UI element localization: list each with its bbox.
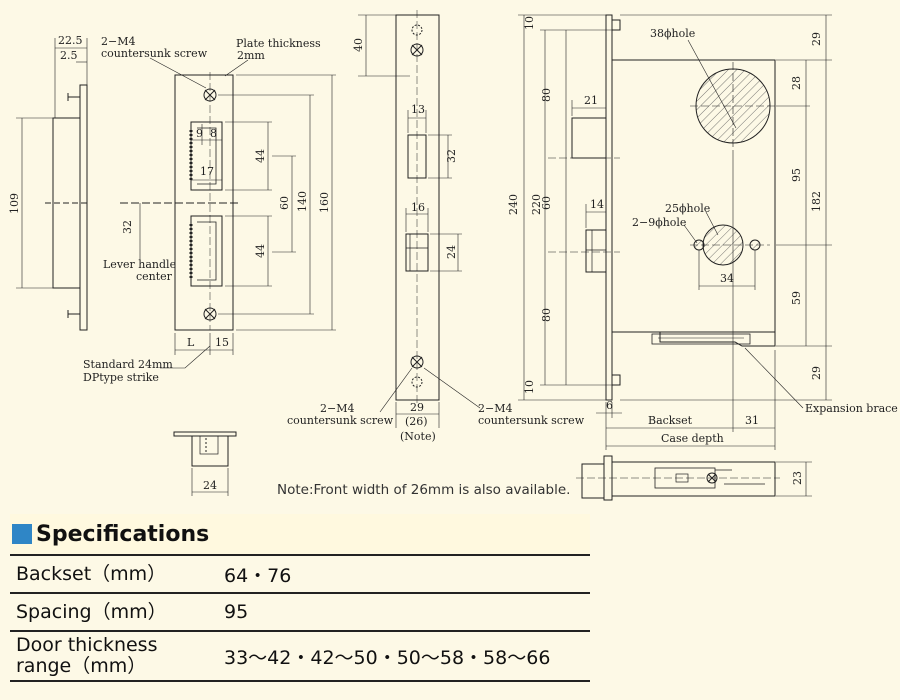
dim-44-upper: 44: [254, 149, 267, 163]
standard-strike-label-1: Standard 24mm: [83, 358, 173, 371]
plate-thickness-label-2: 2mm: [237, 49, 265, 62]
dim-40: 40: [352, 38, 365, 52]
faceplate-screw-right-1: 2−M4: [478, 402, 512, 415]
dim-80-top: 80: [540, 88, 553, 102]
standard-strike-label-2: DPtype strike: [83, 371, 159, 384]
dim-24-face: 24: [445, 245, 458, 259]
dim-44-lower: 44: [254, 244, 267, 258]
dim-21: 21: [584, 94, 598, 107]
strike-screw-label-1: 2−M4: [101, 35, 135, 48]
dim-29-bottom: 29: [810, 366, 823, 380]
dim-34: 34: [720, 272, 734, 285]
technical-drawing: 22.5 2.5 109: [8, 10, 898, 501]
dim-80-bottom: 80: [540, 308, 553, 322]
specifications-header: Specifications: [10, 514, 590, 556]
hole-25-label: 25ϕhole: [665, 202, 710, 215]
expansion-brace-label: Expansion brace: [805, 402, 898, 415]
dim-strike-2-5: 2.5: [60, 49, 78, 62]
dim-182: 182: [810, 191, 823, 212]
dim-220: 220: [530, 194, 543, 215]
dim-14: 14: [590, 198, 604, 211]
dim-28: 28: [790, 76, 803, 90]
dim-29-face: 29: [410, 401, 424, 414]
strike-screw-label-2: countersunk screw: [101, 47, 208, 60]
note-label: (Note): [400, 430, 436, 443]
spec-value: 95: [224, 601, 249, 623]
plate-thickness-label-1: Plate thickness: [236, 37, 321, 50]
dim-29-top: 29: [810, 32, 823, 46]
lever-handle-label-1: Lever handle: [103, 258, 176, 271]
dim-140: 140: [296, 191, 309, 212]
dim-9: 9: [196, 127, 203, 140]
dim-59: 59: [790, 291, 803, 305]
dim-10-bottom: 10: [523, 380, 536, 394]
specifications-title: Specifications: [36, 521, 210, 547]
dim-31: 31: [745, 414, 759, 427]
dim-10-top: 10: [523, 16, 536, 30]
strike-bottom-view: [173, 431, 237, 496]
dim-160: 160: [318, 192, 331, 213]
spec-row-spacing: Spacing（mm） 95: [10, 594, 590, 632]
backset-label: Backset: [648, 414, 693, 427]
dim-60: 60: [278, 196, 291, 210]
spec-label-line-2: range（mm）: [16, 655, 147, 677]
dim-strike-22-5: 22.5: [58, 34, 83, 47]
dim-32-face: 32: [445, 149, 458, 163]
case-depth-label: Case depth: [661, 432, 724, 445]
dim-L: L: [187, 336, 195, 349]
spec-label: Spacing（mm）: [16, 600, 167, 623]
dim-15: 15: [215, 336, 229, 349]
dim-6: 6: [606, 399, 613, 412]
front-width-note: Note:Front width of 26mm is also availab…: [277, 482, 571, 498]
dim-16: 16: [411, 201, 425, 214]
specifications-table: Specifications Backset（mm） 64・76 Spacing…: [10, 514, 590, 682]
dim-17: 17: [200, 165, 214, 178]
dim-26-face: (26): [405, 415, 428, 428]
lockcase-view: [518, 14, 832, 450]
spec-value: 33〜42・42〜50・50〜58・58〜66: [224, 646, 551, 669]
spec-label: Door thickness range（mm）: [10, 635, 224, 677]
spec-label: Backset（mm）: [16, 562, 167, 585]
strike-side-view: [16, 38, 90, 331]
dim-60-case: 60: [540, 196, 553, 210]
lever-handle-label-2: center: [136, 270, 173, 283]
hole-38-label: 38ϕhole: [650, 27, 695, 40]
dim-24-bottom: 24: [203, 479, 217, 492]
dim-32-strike: 32: [121, 220, 134, 234]
blue-square-icon: [12, 524, 32, 544]
spec-label-line-1: Door thickness: [16, 634, 158, 656]
spec-row-door-thickness: Door thickness range（mm） 33〜42・42〜50・50〜…: [10, 632, 590, 682]
dim-23: 23: [791, 471, 804, 485]
dim-13: 13: [411, 103, 425, 116]
spec-value: 64・76: [224, 564, 292, 587]
faceplate-view: [358, 10, 481, 428]
hole-9-label: 2−9ϕhole: [632, 216, 686, 229]
strike-front-view: [120, 57, 336, 369]
faceplate-screw-right-2: countersunk screw: [478, 414, 585, 427]
faceplate-screw-left-1: 2−M4: [320, 402, 354, 415]
spec-row-backset: Backset（mm） 64・76: [10, 556, 590, 594]
dim-strike-109: 109: [8, 193, 21, 214]
dim-95: 95: [790, 168, 803, 182]
lockcase-top-view: [576, 455, 812, 501]
faceplate-screw-left-2: countersunk screw: [287, 414, 394, 427]
dim-8: 8: [210, 127, 217, 140]
dim-240: 240: [507, 194, 520, 215]
